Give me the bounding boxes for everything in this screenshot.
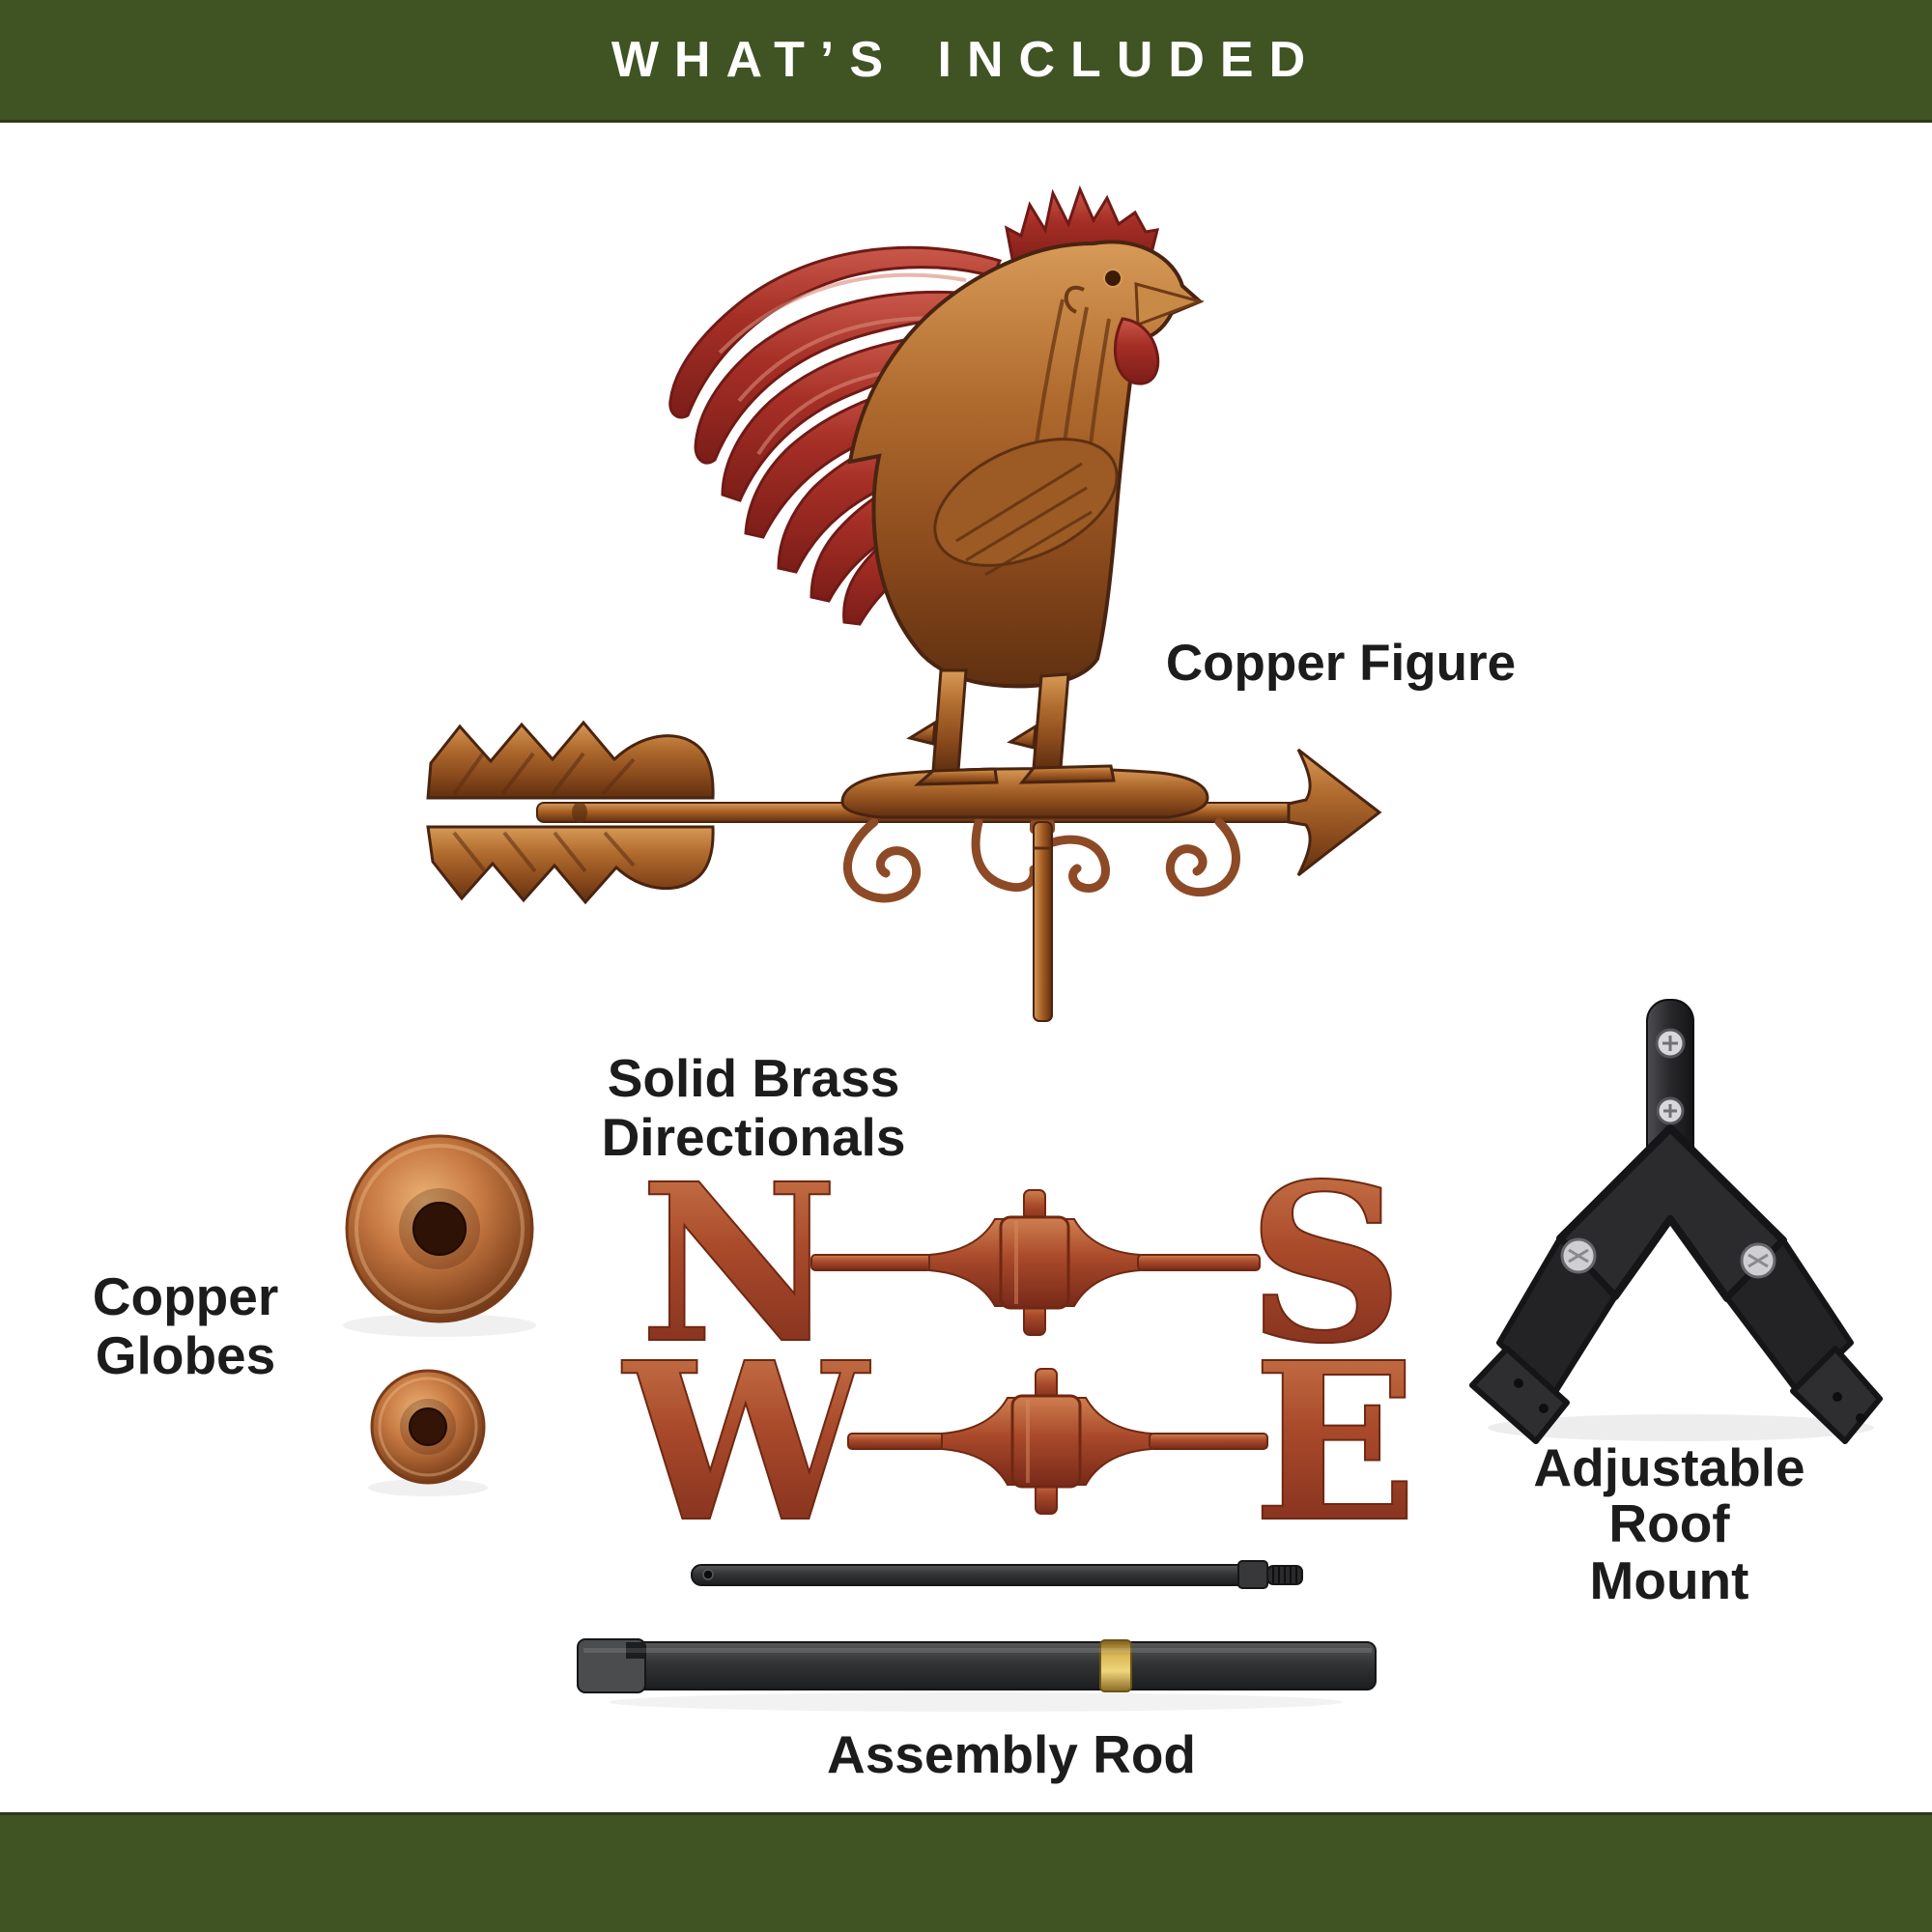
brass-ferrule: [1099, 1639, 1132, 1692]
north-letter: N: [639, 1137, 838, 1392]
brass-directionals-label-line1: Solid Brass: [607, 1048, 900, 1108]
roof-mount-label-line3: Mount: [1589, 1549, 1749, 1610]
assembly-rod-label: Assembly Rod: [827, 1723, 1196, 1785]
mount-left-foot: [1469, 1346, 1570, 1444]
top-banner: WHAT’S INCLUDED: [0, 0, 1932, 123]
arrowhead: [1287, 748, 1382, 877]
south-letter: S: [1247, 1137, 1405, 1392]
page-title: WHAT’S INCLUDED: [611, 32, 1321, 88]
rooster-wing: [933, 438, 1119, 577]
roof-mount-label-line1: Adjustable: [1533, 1437, 1805, 1497]
assembly-rod-label-text: Assembly Rod: [826, 1724, 1197, 1784]
brass-directionals-illustration: N S W E: [621, 1136, 1419, 1572]
thin-rod: [691, 1560, 1303, 1589]
roof-mount-illustration: [1469, 999, 1883, 1444]
west-letter: W: [622, 1316, 871, 1571]
arrow-fletching: [426, 720, 715, 905]
copper-globes-label-line2: Globes: [95, 1324, 276, 1385]
rooster-legs: [906, 668, 1116, 786]
scroll-ornament: [842, 817, 1240, 903]
north-south-directional: N S: [639, 1136, 1405, 1393]
copper-figure-label-text: Copper Figure: [1165, 635, 1517, 692]
brass-directionals-label-line2: Directionals: [601, 1106, 906, 1167]
brass-directionals-label: Solid Brass Directionals: [602, 1049, 906, 1166]
rooster-illustration: [668, 185, 1209, 819]
rooster-eye: [1103, 269, 1122, 288]
we-coupling-sleeve: [1010, 1394, 1082, 1489]
east-letter: E: [1252, 1316, 1418, 1571]
roof-mount-label: Adjustable Roof Mount: [1533, 1439, 1804, 1608]
rooster-beak: [1134, 282, 1205, 327]
weathervane-mast: [1030, 820, 1055, 1022]
bottom-banner: [0, 1812, 1932, 1932]
thick-rod: [577, 1638, 1377, 1712]
copper-figure-label: Copper Figure: [1166, 634, 1516, 693]
rooster-base: [840, 767, 1209, 819]
ns-coupling-sleeve: [999, 1215, 1070, 1310]
rod-hole: [702, 1569, 714, 1580]
copper-globes-label: Copper Globes: [93, 1267, 279, 1384]
copper-globes-label-line1: Copper: [92, 1266, 279, 1326]
copper-figure-illustration: [426, 185, 1382, 1022]
copper-globes-illustration: [343, 1134, 536, 1496]
west-east-directional: W E: [621, 1315, 1419, 1572]
roof-mount-label-line2: Roof: [1608, 1493, 1730, 1554]
assembly-rod-illustration: [577, 1560, 1377, 1712]
rooster-wattle: [1113, 317, 1160, 385]
